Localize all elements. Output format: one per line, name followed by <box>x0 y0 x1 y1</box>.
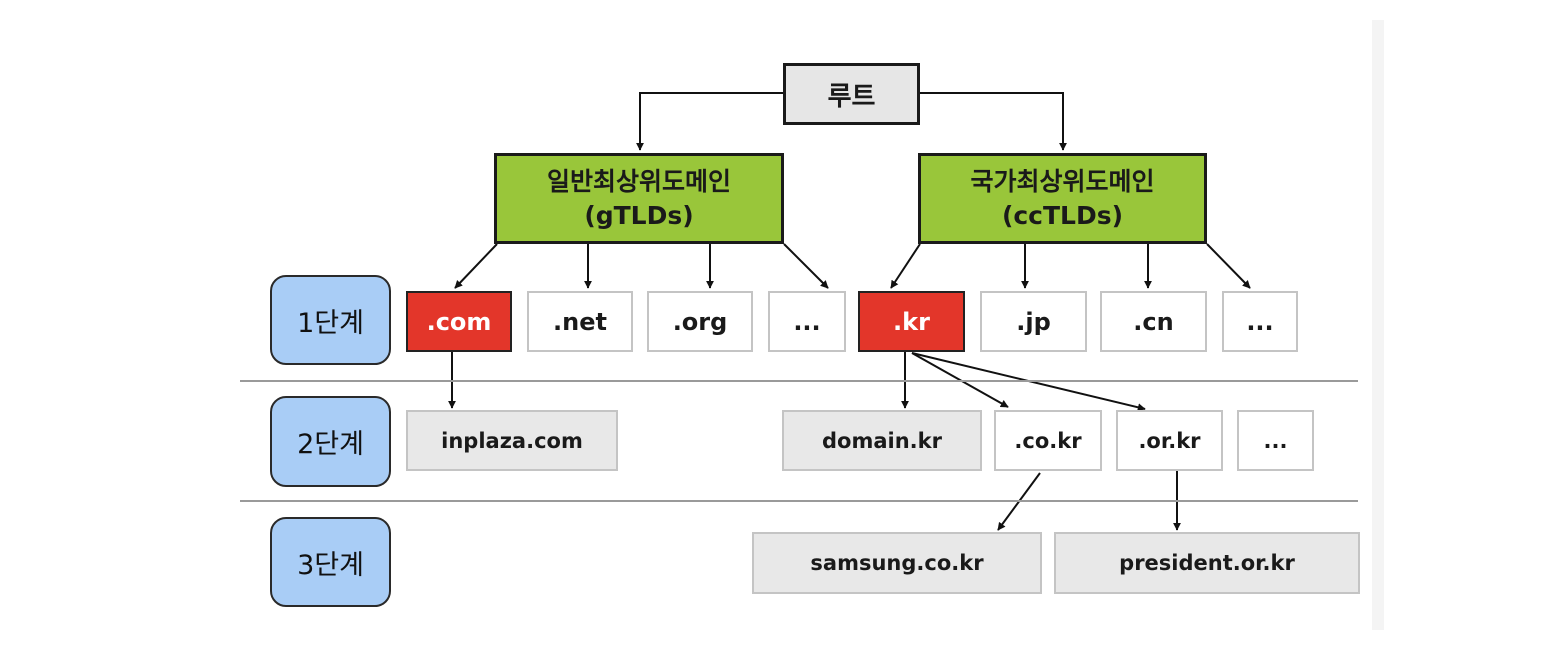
edge-generic-com <box>454 243 498 289</box>
tld-generic-more: ... <box>768 291 846 352</box>
page-edge-strip <box>1372 20 1384 630</box>
tld-net: .net <box>527 291 633 352</box>
tld-com: .com <box>406 291 512 352</box>
country-tld-category: 국가최상위도메인 (ccTLDs) <box>918 153 1207 244</box>
level-2-badge: 2단계 <box>270 396 391 487</box>
generic-tld-category: 일반최상위도메인 (gTLDs) <box>494 153 784 244</box>
domain-co-kr: .co.kr <box>994 410 1102 471</box>
level-1-badge: 1단계 <box>270 275 391 365</box>
level-separator-1 <box>240 380 1358 382</box>
domain-president-or-kr: president.or.kr <box>1054 532 1360 594</box>
edge-root-generic <box>636 92 783 151</box>
domain-samsung-co-kr: samsung.co.kr <box>752 532 1042 594</box>
root-node: 루트 <box>783 63 920 125</box>
domain-level2-more: ... <box>1237 410 1314 471</box>
tld-org: .org <box>647 291 753 352</box>
country-tld-abbr: (ccTLDs) <box>1001 200 1124 230</box>
level-separator-2 <box>240 500 1358 502</box>
edge-generic-more <box>783 243 829 289</box>
generic-tld-abbr: (gTLDs) <box>584 200 694 230</box>
tld-jp: .jp <box>980 291 1087 352</box>
edge-country-more <box>1206 243 1251 289</box>
country-tld-name: 국가최상위도메인 <box>970 166 1155 196</box>
level-3-badge: 3단계 <box>270 517 391 607</box>
tld-country-more: ... <box>1222 291 1298 352</box>
domain-or-kr: .or.kr <box>1116 410 1223 471</box>
generic-tld-name: 일반최상위도메인 <box>546 166 731 196</box>
edge-root-country <box>920 92 1067 151</box>
tld-kr: .kr <box>858 291 965 352</box>
tld-cn: .cn <box>1100 291 1207 352</box>
domain-inplaza-com: inplaza.com <box>406 410 618 471</box>
domain-domain-kr: domain.kr <box>782 410 982 471</box>
edge-country-kr <box>890 243 921 289</box>
